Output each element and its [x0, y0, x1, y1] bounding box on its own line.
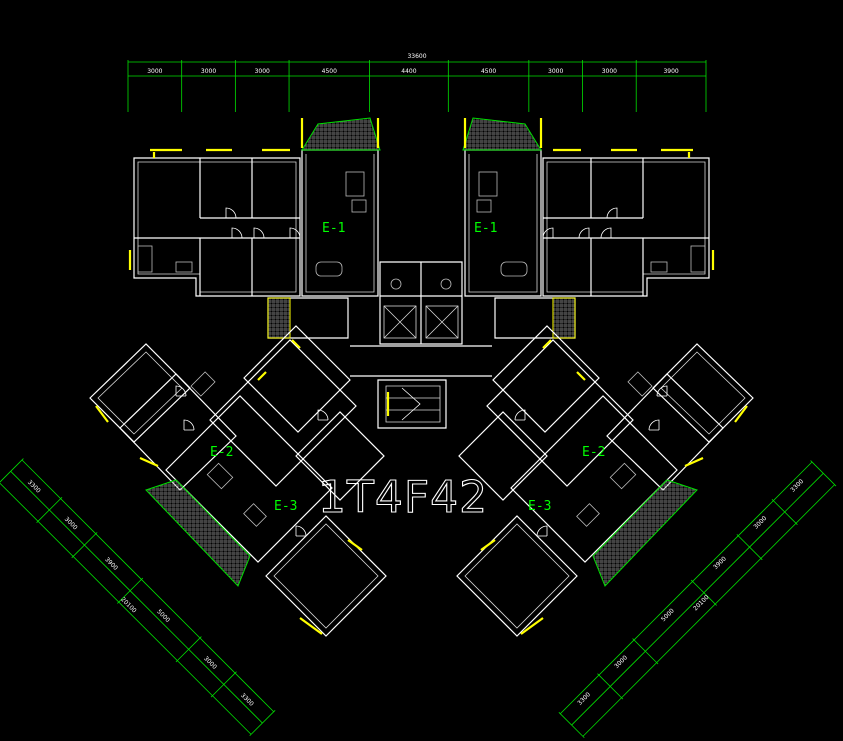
dimension-segment-label: 3000 [201, 68, 216, 75]
dimension-segment-label: 3000 [63, 516, 79, 532]
dimension-segment-label: 3000 [753, 515, 769, 531]
dimension-tick [0, 458, 24, 485]
unit-e1-right [462, 117, 715, 339]
unit-e1-left [128, 117, 381, 339]
unit-label-e3-left: E-3 [274, 499, 297, 514]
dimension-tick [210, 671, 237, 698]
dimension-segment-label: 3000 [255, 68, 270, 75]
dimension-segment-label: 4500 [322, 68, 337, 75]
dimension-segment-label: 4500 [481, 68, 496, 75]
dimension-segment-label: 3000 [548, 68, 563, 75]
unit-e2-e3-right [456, 325, 754, 637]
dimension-segment-label: 3000 [147, 68, 162, 75]
dimension-segment-label: 3900 [712, 555, 728, 571]
dimension-tick [597, 673, 624, 700]
dimension-segment-label: 3000 [602, 68, 617, 75]
dimension-tick [558, 712, 585, 739]
top-dimension-chain: 33600 3000 3000 3000 4500 4400 4500 3000 3000 39… [127, 53, 707, 112]
drawing-title: 1T4F42 [318, 472, 488, 523]
dimension-segment-label: 5000 [660, 607, 676, 623]
dimension-segment-label: 3000 [613, 654, 629, 670]
dimension-segment-label: 3900 [663, 68, 678, 75]
right-dimension-chain: 3300 3000 3900 5000 3000 3300 20100 [558, 460, 837, 739]
dimension-tick [36, 496, 63, 523]
dimension-segment-label: 4400 [401, 68, 416, 75]
dimension-tick [175, 636, 202, 663]
dimension-segment-label: 3000 [202, 655, 218, 671]
unit-label-e3-right: E-3 [528, 499, 551, 514]
dimension-tick [71, 532, 98, 559]
dimension-tick [736, 534, 763, 561]
dimension-segment-label: 3300 [26, 479, 42, 495]
top-total-dimension: 33600 [407, 53, 426, 60]
dimension-segment-label: 3300 [239, 692, 255, 708]
unit-label-e2-right: E-2 [582, 445, 605, 460]
unit-label-e1-right: E-1 [474, 221, 497, 236]
dimension-tick [810, 460, 837, 487]
unit-label-e2-left: E-2 [210, 445, 233, 460]
dimension-segment-label: 3900 [103, 556, 119, 572]
dimension-segment-label: 3300 [789, 478, 805, 494]
unit-e2-e3-left [89, 325, 387, 637]
dimension-tick [117, 577, 144, 604]
dimension-segment-label: 5000 [155, 608, 171, 624]
dimension-tick [771, 498, 798, 525]
dimension-tick [632, 638, 659, 665]
dimension-tick [249, 710, 276, 737]
central-core [350, 261, 492, 429]
dimension-segment-label: 3300 [576, 691, 592, 707]
right-total-dimension: 20100 [692, 594, 711, 613]
unit-label-e1-left: E-1 [322, 221, 345, 236]
dimension-tick [690, 579, 717, 606]
